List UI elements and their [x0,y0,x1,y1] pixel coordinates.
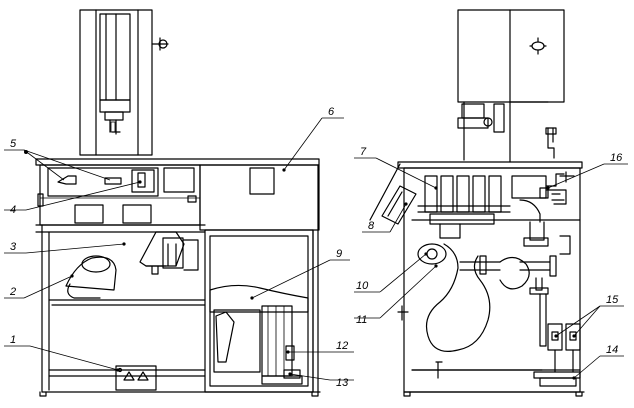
callout-14: 14 [606,344,618,356]
lower-compartment [204,229,314,393]
leader-dots [24,150,576,380]
callout-labels: 1 2 3 4 5 6 7 8 9 10 11 12 13 14 15 16 [9,106,623,389]
callout-5: 5 [10,138,17,150]
callout-15: 15 [606,294,619,306]
top-housing [457,9,565,163]
callout-11: 11 [356,314,367,326]
callout-3: 3 [10,241,17,253]
front-view [35,9,321,397]
callout-2: 2 [9,286,16,298]
callout-1: 1 [10,334,16,346]
callout-4: 4 [10,204,16,216]
callout-12: 12 [336,340,348,352]
callout-8: 8 [368,220,375,232]
callout-13: 13 [336,377,349,389]
side-view [369,9,585,397]
leader-lines [4,117,628,381]
cutaway-mechanism [65,231,199,299]
callout-16: 16 [610,152,623,164]
cabinet-body [35,158,321,397]
callout-10: 10 [356,280,369,292]
press-column [79,9,169,156]
callout-9: 9 [336,248,342,260]
callout-6: 6 [328,106,335,118]
callout-7: 7 [360,146,367,158]
side-cabinet [369,161,585,397]
